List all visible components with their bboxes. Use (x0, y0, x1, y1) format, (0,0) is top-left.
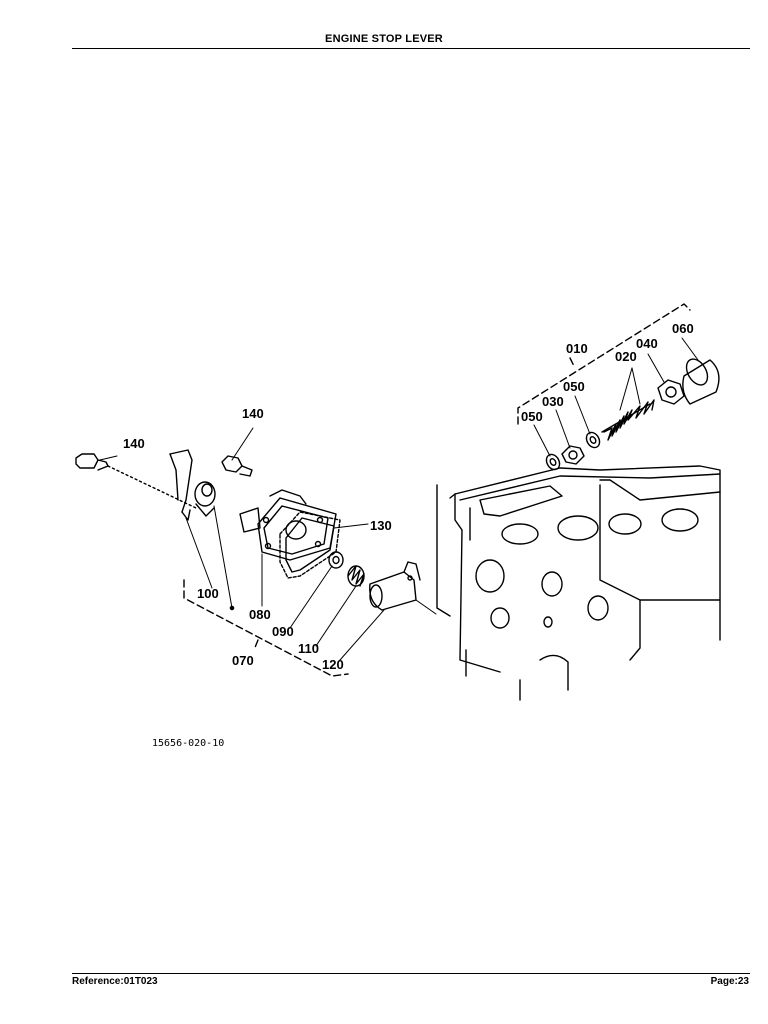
part-090-seal (328, 551, 344, 569)
callout-140-upper: 140 (242, 406, 264, 421)
part-120-shaft (369, 561, 421, 611)
leader-lines-upper (533, 337, 699, 457)
callout-110: 110 (298, 641, 319, 656)
callout-010: 010 (566, 341, 588, 356)
footer-rule (72, 973, 750, 974)
callout-060: 060 (672, 321, 694, 336)
callout-080: 080 (249, 607, 271, 622)
callout-050-lower: 050 (521, 409, 543, 424)
part-050-washer-lower (545, 453, 561, 471)
group-070-bracket (183, 579, 349, 677)
part-100-lever (169, 449, 216, 521)
part-050-washer-upper (585, 431, 601, 449)
callout-050-upper: 050 (563, 379, 585, 394)
callout-100: 100 (197, 586, 219, 601)
callout-070: 070 (232, 653, 254, 668)
part-020-spring-bolt (601, 399, 655, 441)
callout-140-left: 140 (123, 436, 145, 451)
part-060-cap (682, 358, 720, 405)
callout-020: 020 (615, 349, 637, 364)
part-130-gasket (279, 511, 341, 579)
part-030-nut (561, 445, 585, 465)
callout-040: 040 (636, 336, 658, 351)
page-number: Page:23 (710, 976, 749, 987)
part-040-nut (657, 379, 685, 405)
drawing-number: 15656-020-10 (152, 738, 224, 749)
part-110-spring (347, 565, 365, 587)
engine-block (436, 465, 721, 701)
callout-120: 120 (322, 657, 344, 672)
part-140-bolt-upper (221, 455, 253, 477)
callout-labels: 010 020 030 040 050 050 060 070 080 090 … (123, 321, 694, 749)
group-010-bracket (517, 303, 691, 425)
header-rule (72, 48, 750, 49)
leader-lines-lower (99, 427, 385, 661)
callout-030: 030 (542, 394, 564, 409)
reference-label: Reference:01T023 (72, 976, 158, 987)
part-080-housing (239, 489, 337, 561)
part-140-bolt-left (75, 453, 197, 509)
page-title: ENGINE STOP LEVER (325, 33, 443, 45)
callout-130: 130 (370, 518, 392, 533)
callout-090: 090 (272, 624, 294, 639)
